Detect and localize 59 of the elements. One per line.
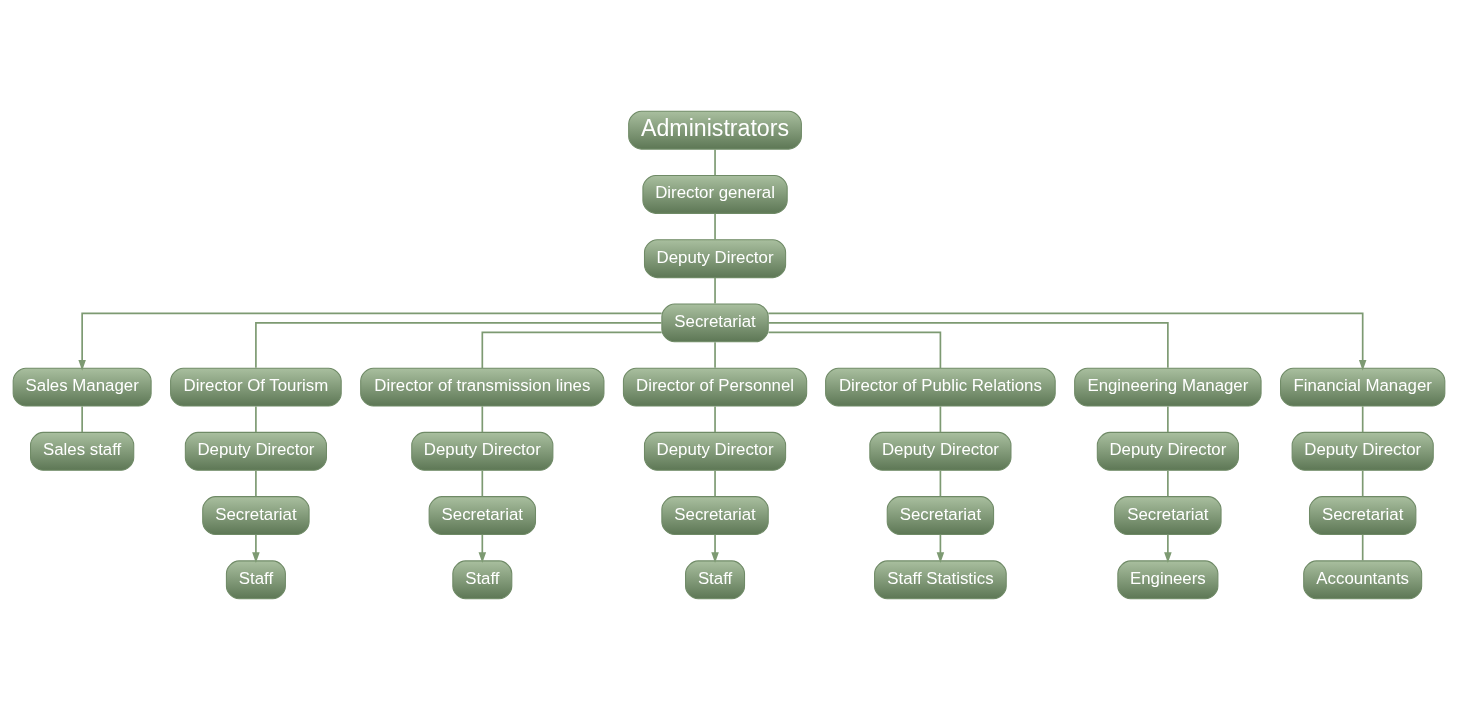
- arrow: [478, 533, 487, 563]
- node-box: Engineering Manager: [1074, 367, 1262, 407]
- connector: [1361, 405, 1364, 433]
- node-box: Secretariat: [661, 302, 769, 342]
- node-box: Deputy Director: [869, 431, 1012, 471]
- connector: [939, 469, 942, 497]
- node-box: Deputy Director: [411, 431, 554, 471]
- node-box: Staff: [685, 559, 746, 599]
- node-box: Staff Statistics: [874, 559, 1007, 599]
- connector: [714, 148, 716, 176]
- connector: [81, 405, 83, 433]
- node-box: Director of transmission lines: [360, 367, 605, 407]
- node-box: Secretariat: [428, 495, 537, 535]
- connector: [714, 405, 716, 433]
- arrow: [711, 533, 719, 563]
- connector: [939, 405, 942, 433]
- connector: [1167, 405, 1169, 433]
- connector: [255, 321, 663, 369]
- node-box: Accountants: [1303, 559, 1423, 599]
- arrow: [78, 312, 663, 371]
- node-box: Deputy Director: [184, 431, 327, 471]
- connector: [767, 331, 942, 369]
- arrow: [252, 533, 260, 563]
- node-box: Sales Manager: [12, 367, 152, 407]
- node-box: Engineers: [1117, 559, 1219, 599]
- node-box: Deputy Director: [643, 431, 787, 471]
- node-box: Secretariat: [1114, 495, 1222, 535]
- node-box: Secretariat: [661, 495, 769, 535]
- node-box: Financial Manager: [1280, 367, 1446, 407]
- connector: [255, 405, 257, 433]
- node-box: Deputy Director: [1291, 431, 1434, 471]
- connector: [714, 469, 716, 497]
- connector: [481, 469, 484, 497]
- node-box: Administrators: [628, 110, 802, 150]
- node-box: Staff: [225, 559, 286, 599]
- connector: [481, 331, 663, 369]
- connector: [1361, 469, 1364, 497]
- node-box: Secretariat: [886, 495, 995, 535]
- connector: [481, 405, 484, 433]
- connector: [767, 321, 1169, 369]
- node-box: Director of Personnel: [622, 367, 808, 407]
- node-box: Deputy Director: [1096, 431, 1239, 471]
- connector: [1361, 533, 1364, 561]
- node-box: Secretariat: [202, 495, 310, 535]
- connector: [714, 212, 716, 240]
- arrow: [1164, 533, 1172, 563]
- connector: [1167, 469, 1169, 497]
- connector: [714, 276, 716, 304]
- node-box: Director Of Tourism: [170, 367, 342, 407]
- arrow: [767, 312, 1367, 371]
- node-box: Director of Public Relations: [825, 367, 1056, 407]
- node-box: Director general: [642, 174, 788, 214]
- connector: [714, 340, 716, 369]
- node-box: Staff: [452, 559, 513, 599]
- arrow: [936, 533, 945, 563]
- connector: [255, 469, 257, 497]
- node-box: Sales staff: [30, 431, 135, 471]
- node-box: Secretariat: [1309, 495, 1417, 535]
- node-box: Deputy Director: [643, 238, 787, 278]
